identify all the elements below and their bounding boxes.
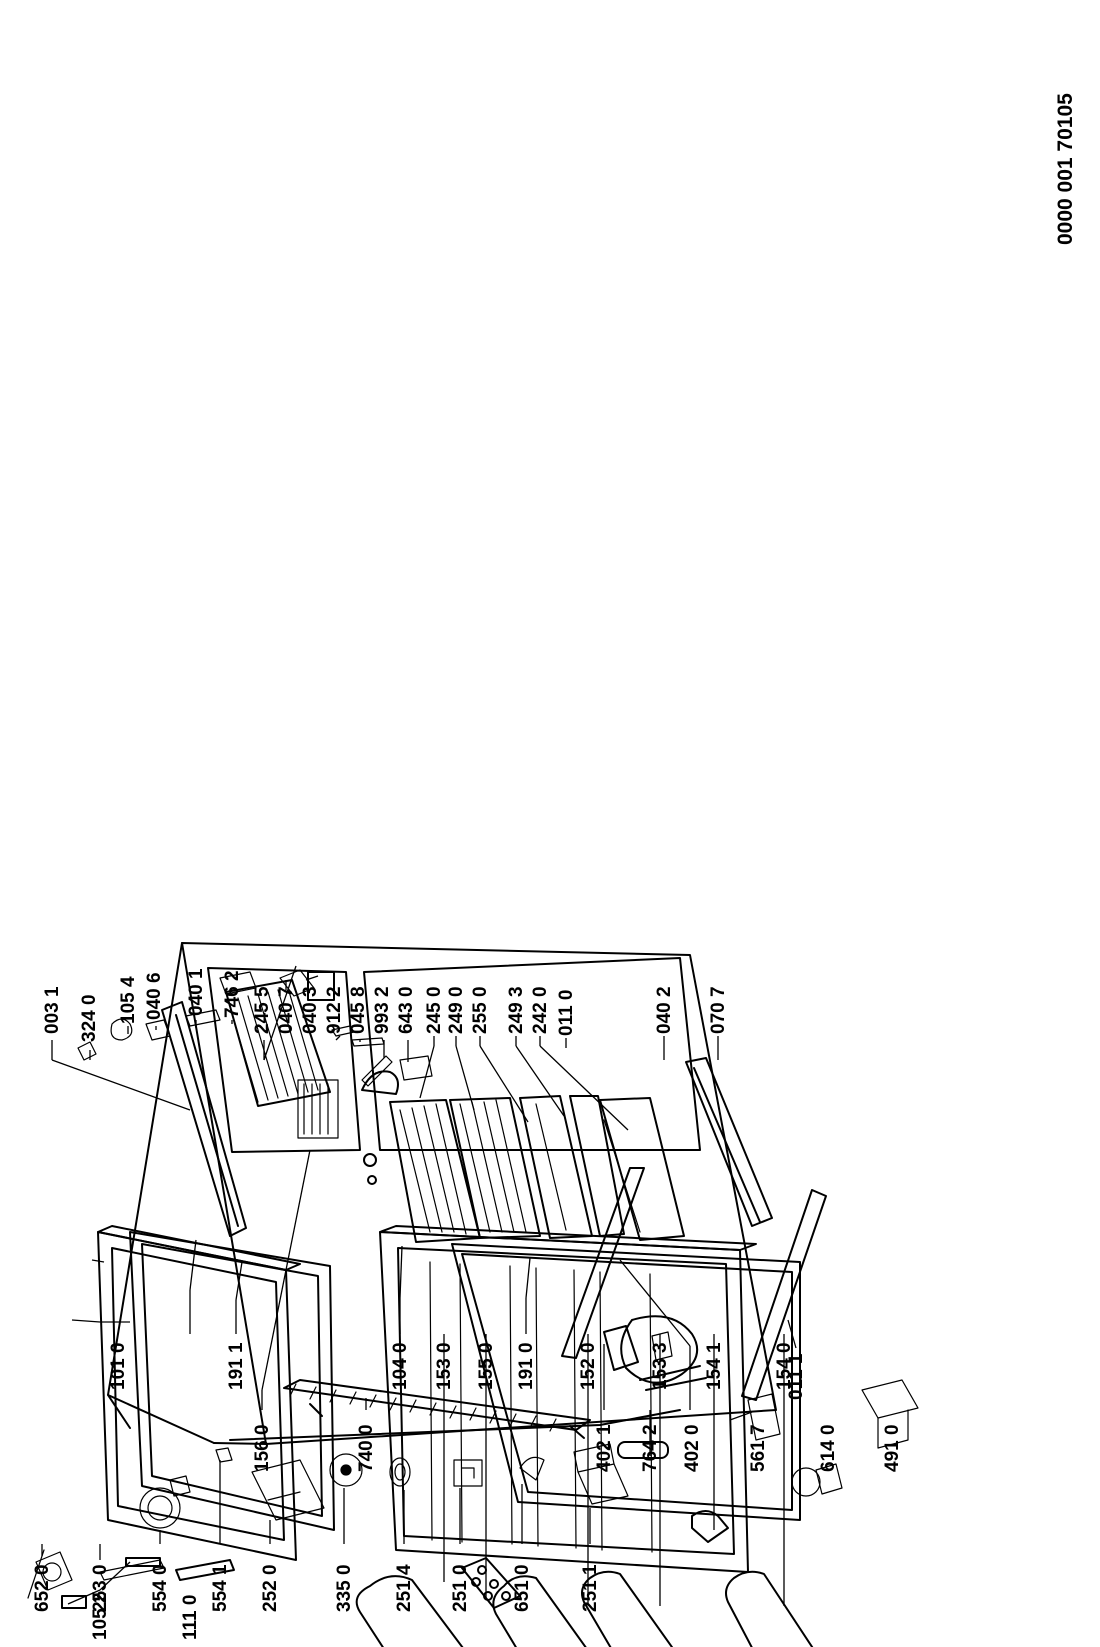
label-155-0: 155 0 xyxy=(476,1342,497,1390)
label-245-0: 245 0 xyxy=(424,986,445,1034)
label-252-0: 252 0 xyxy=(260,1564,281,1612)
label-045-8: 045 8 xyxy=(348,986,369,1034)
label-156-0: 156 0 xyxy=(252,1424,273,1472)
cabinet-loose-parts xyxy=(77,969,919,1497)
label-152-0: 152 0 xyxy=(578,1342,599,1390)
label-245-5: 245 5 xyxy=(252,986,273,1034)
label-242-0: 242 0 xyxy=(530,986,551,1034)
label-191-0: 191 0 xyxy=(516,1342,537,1390)
label-154-1: 154 1 xyxy=(704,1342,725,1390)
label-153-0: 153 0 xyxy=(434,1342,455,1390)
label-003-1: 003 1 xyxy=(42,986,63,1034)
label-651-0: 651 0 xyxy=(512,1564,533,1612)
label-011-0: 011 0 xyxy=(556,990,577,1037)
label-643-0: 643 0 xyxy=(396,986,417,1034)
door-bins xyxy=(355,1510,814,1647)
label-912-2: 912 2 xyxy=(324,986,345,1034)
freezer-door-assembly xyxy=(61,1225,335,1609)
label-191-1: 191 1 xyxy=(226,1342,247,1390)
label-105-2: 105 2 xyxy=(90,1592,111,1640)
label-253-0: 253 0 xyxy=(90,1564,111,1612)
label-040-1: 040 1 xyxy=(186,968,207,1016)
label-111-0: 111 0 xyxy=(180,1595,201,1640)
label-554-0: 554 0 xyxy=(150,1564,171,1612)
label-104-0: 104 0 xyxy=(390,1342,411,1390)
label-652-0: 652 0 xyxy=(32,1564,53,1612)
label-101-0: 101 0 xyxy=(108,1342,129,1390)
label-040-7: 040 7 xyxy=(276,986,297,1034)
label-251-1: 251 1 xyxy=(580,1564,601,1612)
label-614-0: 614 0 xyxy=(818,1424,839,1472)
label-251-4: 251 4 xyxy=(394,1564,415,1612)
label-154-0: 154 0 xyxy=(774,1342,795,1390)
label-011-1: 011 1 xyxy=(786,1353,807,1400)
label-993-2: 993 2 xyxy=(372,986,393,1034)
label-335-0: 335 0 xyxy=(334,1564,355,1612)
middle-loose-parts xyxy=(27,1443,629,1599)
label-040-2: 040 2 xyxy=(654,986,675,1034)
label-040-6: 040 6 xyxy=(144,972,165,1020)
label-402-0: 402 0 xyxy=(682,1424,703,1472)
label-070-7: 070 7 xyxy=(708,986,729,1034)
label-746-2: 746 2 xyxy=(222,970,243,1018)
label-764-2: 764 2 xyxy=(640,1424,661,1472)
label-153-3: 153 3 xyxy=(650,1342,671,1390)
part-labels: 003 1 324 0 105 4 040 6 040 1 746 2 245 … xyxy=(32,968,903,1640)
label-324-0: 324 0 xyxy=(79,994,100,1042)
label-402-1: 402 1 xyxy=(594,1424,615,1472)
label-251-0: 251 0 xyxy=(450,1564,471,1612)
leader-lines xyxy=(41,965,797,1606)
label-249-0: 249 0 xyxy=(446,986,467,1034)
label-554-1: 554 1 xyxy=(210,1564,231,1612)
label-491-0: 491 0 xyxy=(882,1424,903,1472)
label-105-4: 105 4 xyxy=(118,976,139,1024)
label-561-7: 561 7 xyxy=(748,1424,769,1472)
label-249-3: 249 3 xyxy=(506,986,527,1034)
label-740-0: 740 0 xyxy=(356,1424,377,1472)
label-255-0: 255 0 xyxy=(470,986,491,1034)
document-number: 0000 001 70105 xyxy=(1054,93,1077,245)
label-040-3: 040 3 xyxy=(300,986,321,1034)
